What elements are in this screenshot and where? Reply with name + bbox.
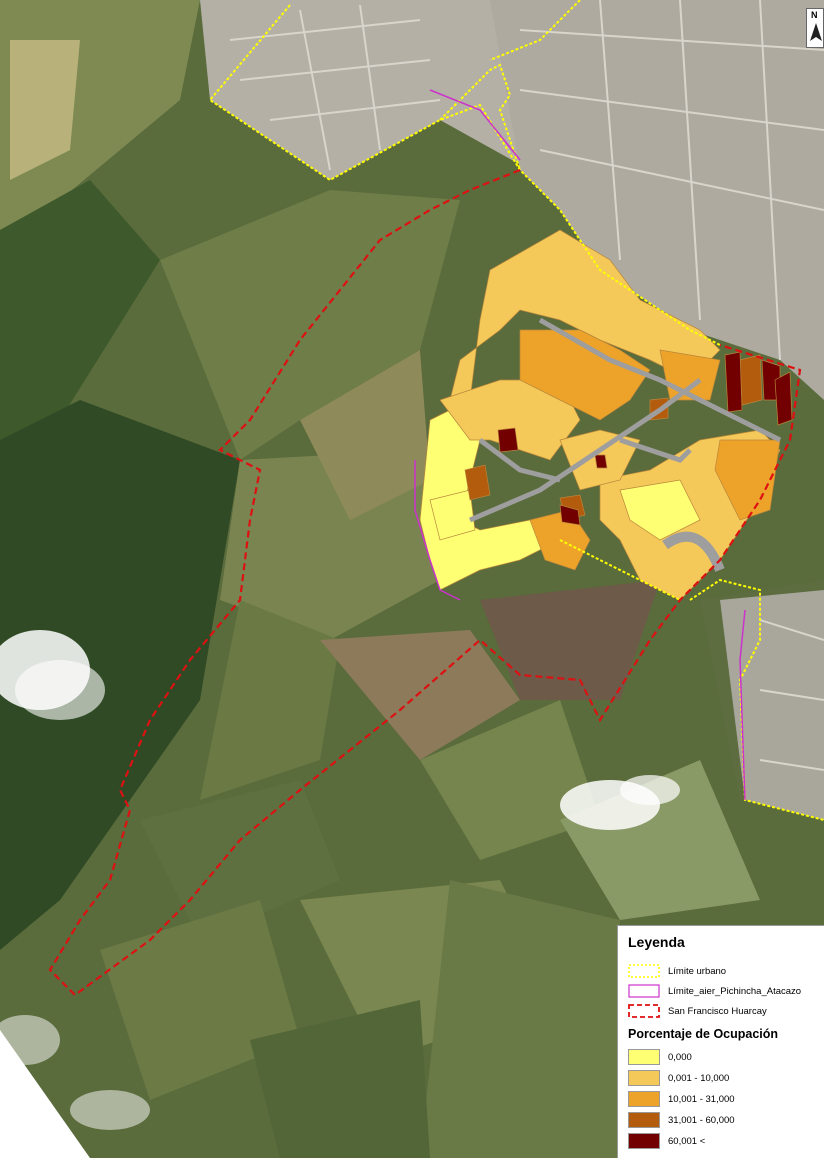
parcel-class-1 xyxy=(619,479,701,541)
legend-subtitle: Porcentaje de Ocupación xyxy=(628,1027,779,1041)
legend-swatch xyxy=(628,1049,660,1065)
legend-swatch xyxy=(628,1070,660,1086)
parcel-class-5 xyxy=(774,371,793,426)
legend-label: Límite_aier_Pichincha_Atacazo xyxy=(668,985,802,997)
solid-purple-line-icon xyxy=(628,984,660,998)
boundary-san-francisco-huarcay xyxy=(48,168,802,997)
legend-class-label: 31,001 - 60,000 xyxy=(668,1114,735,1126)
parcel-class-1 xyxy=(429,489,476,541)
legend-swatch xyxy=(628,1133,660,1149)
legend-label: San Francisco Huarcay xyxy=(668,1005,767,1017)
legend-class-label: 0,001 - 10,000 xyxy=(668,1072,730,1084)
occupancy-parcels xyxy=(419,229,793,601)
legend-item-limite-urbano: Límite urbano xyxy=(628,962,726,980)
legend-item-limite-aier: Límite_aier_Pichincha_Atacazo xyxy=(628,982,801,1000)
parcel-class-4 xyxy=(464,464,491,501)
north-arrow-icon xyxy=(810,23,822,41)
clouds xyxy=(0,630,680,1130)
legend-label: Límite urbano xyxy=(668,965,727,977)
north-arrow-letter: N xyxy=(811,10,818,20)
legend-class-item: 60,001 < xyxy=(628,1132,705,1150)
legend-item-san-francisco-huarcay: San Francisco Huarcay xyxy=(628,1002,767,1020)
parcel-class-5 xyxy=(559,504,581,526)
parcel-streets xyxy=(469,317,782,572)
legend-class-item: 31,001 - 60,000 xyxy=(628,1111,735,1129)
legend-class-item: 0,001 - 10,000 xyxy=(628,1069,729,1087)
legend-swatch xyxy=(628,1112,660,1128)
map-legend: Leyenda Límite urbano Límite_aier_Pichin… xyxy=(617,925,824,1158)
parcel-class-3 xyxy=(714,439,781,521)
legend-swatch xyxy=(628,1091,660,1107)
boundary-aier-pichincha-atacazo xyxy=(414,89,746,801)
legend-class-label: 10,001 - 31,000 xyxy=(668,1093,735,1105)
parcel-class-4 xyxy=(739,354,763,406)
legend-class-label: 0,000 xyxy=(668,1051,692,1063)
parcel-class-3 xyxy=(519,329,651,421)
parcel-class-5 xyxy=(497,427,519,453)
legend-title: Leyenda xyxy=(628,934,685,950)
legend-class-item: 10,001 - 31,000 xyxy=(628,1090,735,1108)
dashed-red-line-icon xyxy=(628,1004,660,1018)
parcel-class-5 xyxy=(724,351,743,413)
legend-class-label: 60,001 < xyxy=(668,1135,706,1147)
legend-class-item: 0,000 xyxy=(628,1048,692,1066)
dotted-yellow-line-icon xyxy=(628,964,660,978)
urban-area xyxy=(200,0,824,820)
north-arrow: N xyxy=(806,8,824,48)
parcel-class-5 xyxy=(594,454,608,469)
